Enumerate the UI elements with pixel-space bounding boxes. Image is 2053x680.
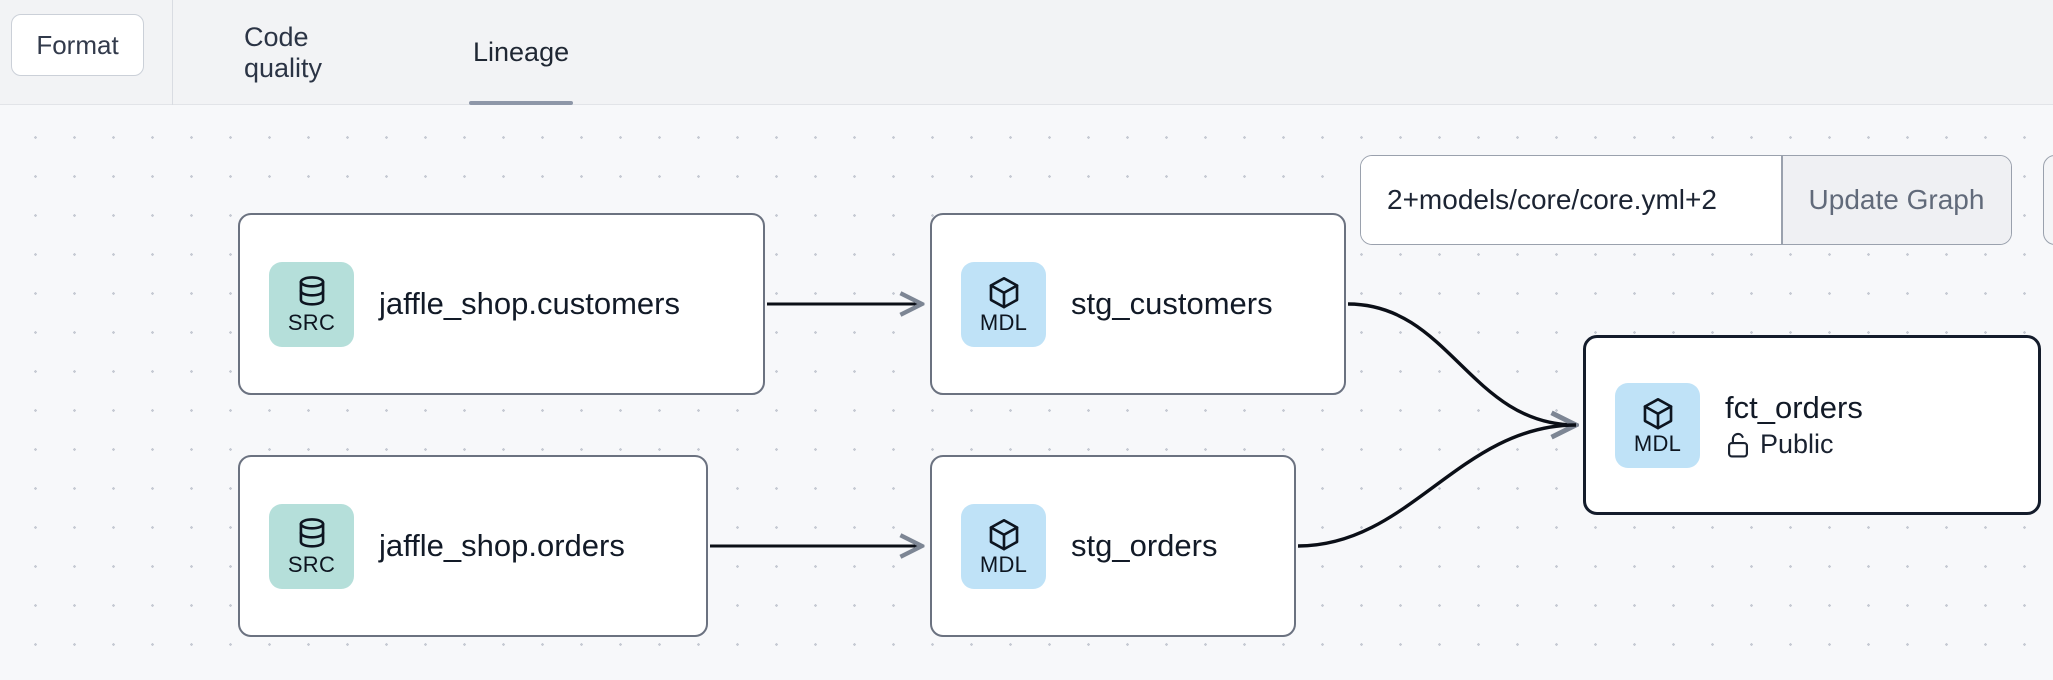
database-icon bbox=[299, 275, 324, 306]
node-title: stg_orders bbox=[1071, 528, 1218, 564]
control-divider bbox=[1781, 156, 1783, 244]
toolbar: Format Code quality Lineage bbox=[0, 0, 2053, 105]
lineage-node-stg-orders[interactable]: MDL stg_orders bbox=[930, 455, 1296, 637]
node-body: stg_customers bbox=[1071, 286, 1273, 322]
cube-icon bbox=[989, 518, 1018, 550]
node-body: fct_orders Public bbox=[1725, 390, 1863, 461]
node-title: jaffle_shop.orders bbox=[379, 528, 625, 564]
edge-stg-customers-to-fct-orders bbox=[1347, 302, 1576, 425]
node-visibility-label: Public bbox=[1760, 429, 1834, 460]
lineage-node-src-customers[interactable]: SRC jaffle_shop.customers bbox=[238, 213, 765, 395]
node-body: jaffle_shop.customers bbox=[379, 286, 680, 322]
node-title: stg_customers bbox=[1071, 286, 1273, 322]
src-badge: SRC bbox=[269, 503, 354, 589]
lineage-node-stg-customers[interactable]: MDL stg_customers bbox=[930, 213, 1346, 395]
lineage-node-fct-orders[interactable]: MDL fct_orders Public bbox=[1583, 335, 2041, 515]
mdl-badge-label: MDL bbox=[979, 551, 1028, 577]
edge-layer bbox=[710, 105, 2053, 680]
mdl-badge: MDL bbox=[961, 261, 1046, 347]
mdl-badge-label: MDL bbox=[979, 309, 1028, 335]
cube-icon bbox=[989, 276, 1018, 308]
tab-lineage[interactable]: Lineage bbox=[469, 0, 574, 105]
mdl-badge: MDL bbox=[1615, 382, 1700, 468]
src-badge: SRC bbox=[269, 261, 354, 347]
lineage-node-src-orders[interactable]: SRC jaffle_shop.orders bbox=[238, 455, 708, 637]
edge-stg-orders-to-fct-orders bbox=[1297, 423, 1577, 548]
node-body: stg_orders bbox=[1071, 528, 1217, 564]
graph-selector-control: Update Graph bbox=[1360, 155, 2012, 245]
node-title: jaffle_shop.customers bbox=[379, 286, 680, 322]
unlock-icon bbox=[1728, 432, 1748, 458]
database-icon bbox=[299, 517, 324, 548]
tab-indicator-active bbox=[469, 101, 574, 105]
src-badge-label: SRC bbox=[287, 309, 336, 335]
mdl-badge-label: MDL bbox=[1633, 430, 1682, 456]
node-body: jaffle_shop.orders bbox=[379, 528, 625, 564]
node-title: fct_orders bbox=[1725, 389, 1863, 425]
graph-side-control[interactable] bbox=[2043, 155, 2053, 245]
node-selector-input[interactable] bbox=[1361, 156, 1781, 244]
lineage-canvas[interactable]: SRC jaffle_shop.customers MDL stg_custom… bbox=[0, 105, 2053, 680]
cube-icon bbox=[1643, 397, 1672, 429]
tab-code-quality[interactable]: Code quality bbox=[240, 0, 326, 105]
src-badge-label: SRC bbox=[287, 551, 336, 577]
update-graph-button[interactable]: Update Graph bbox=[1782, 156, 2011, 244]
node-visibility: Public bbox=[1725, 429, 1863, 460]
tab-lineage-label: Lineage bbox=[473, 37, 570, 67]
tab-code-quality-label: Code quality bbox=[244, 21, 323, 83]
format-button[interactable]: Format bbox=[11, 14, 144, 76]
toolbar-divider bbox=[172, 0, 173, 105]
mdl-badge: MDL bbox=[961, 503, 1046, 589]
